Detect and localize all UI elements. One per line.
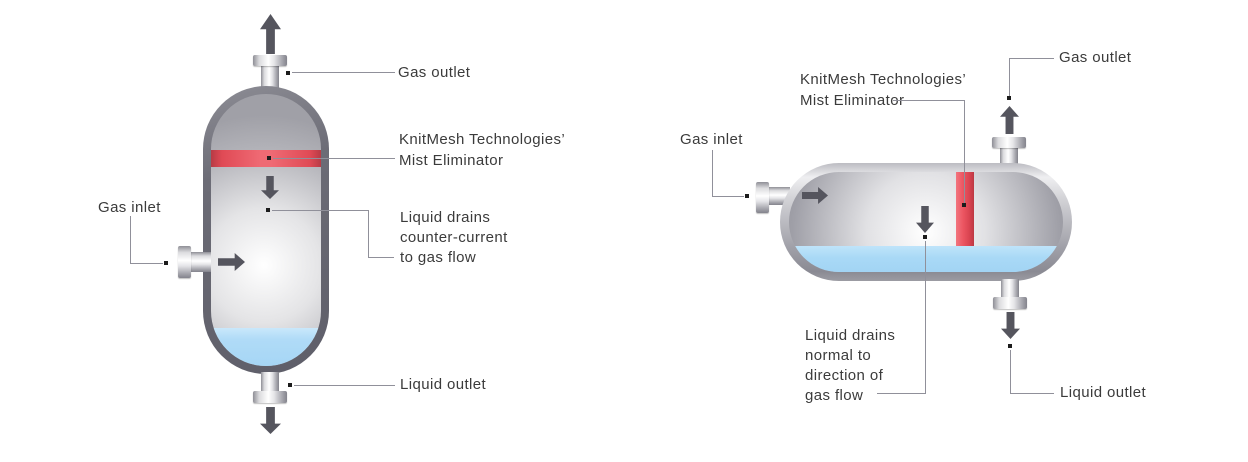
mist-eliminator-label: KnitMesh Technologies’ Mist Eliminator: [399, 129, 565, 171]
gas-outlet-nozzle-neck: [261, 64, 279, 88]
gas-inlet-nozzle-flange: [178, 246, 191, 278]
gas-outlet-leader-line-vert: [1009, 58, 1010, 96]
gas-inlet-leader-dot: [745, 194, 749, 198]
liquid-drains-label-line2: normal to: [805, 347, 872, 364]
liquid-drain-down-arrow-icon: [261, 176, 279, 199]
liquid-outlet-nozzle-neck: [1001, 279, 1019, 299]
liquid-drains-leader-line-vert: [925, 241, 926, 394]
gas-outlet-label: Gas outlet: [1059, 49, 1132, 66]
gas-outlet-leader-line: [292, 72, 395, 73]
liquid-drains-leader-line-top: [272, 210, 369, 211]
mist-eliminator-leader-line-vert: [964, 100, 965, 203]
gas-inlet-leader-dot: [164, 261, 168, 265]
liquid-drains-label: Liquid drains normal to direction of gas…: [805, 326, 895, 406]
gas-inlet-right-arrow-icon: [218, 253, 245, 271]
liquid-outlet-nozzle-flange: [993, 297, 1027, 309]
gas-outlet-nozzle-flange: [253, 55, 287, 66]
gas-inlet-nozzle-flange: [756, 182, 769, 213]
collected-liquid: [789, 246, 1063, 272]
liquid-outlet-leader-line-horiz: [1010, 393, 1054, 394]
liquid-drains-label-line1: Liquid drains: [805, 327, 896, 344]
gas-inlet-leader-line-vert: [130, 216, 131, 264]
mist-eliminator-label-line1: KnitMesh Technologies’: [800, 71, 967, 88]
liquid-outlet-leader-line-vert: [1010, 350, 1011, 394]
liquid-outlet-nozzle-flange: [253, 391, 287, 403]
liquid-drain-down-arrow-icon: [916, 206, 934, 233]
liquid-outlet-down-arrow-icon: [1001, 312, 1020, 339]
vertical-vessel-interior: [211, 94, 321, 366]
gas-inlet-leader-line-horiz: [712, 196, 744, 197]
liquid-drains-label-line3: to gas flow: [400, 249, 477, 266]
liquid-drains-leader-line-vert: [368, 210, 369, 258]
gas-outlet-leader-line-horiz: [1009, 58, 1054, 59]
gas-inlet-leader-line-horiz: [130, 263, 163, 264]
mist-eliminator-leader-line-horiz: [893, 100, 965, 101]
collected-liquid: [211, 328, 321, 366]
liquid-outlet-down-arrow-icon: [260, 407, 281, 434]
liquid-outlet-nozzle-neck: [261, 372, 279, 394]
mist-eliminator-label: KnitMesh Technologies’ Mist Eliminator: [800, 69, 966, 111]
liquid-drains-leader-dot: [266, 208, 270, 212]
mist-eliminator-pad: [211, 150, 321, 167]
mist-eliminator-label-line2: Mist Eliminator: [800, 92, 905, 109]
gas-inlet-leader-line-vert: [712, 150, 713, 197]
gas-inlet-right-arrow-icon: [802, 187, 828, 204]
liquid-drains-leader-dot: [923, 235, 927, 239]
gas-inlet-label: Gas inlet: [98, 199, 161, 216]
liquid-drains-label-line4: gas flow: [805, 387, 864, 404]
gas-outlet-leader-dot: [286, 71, 290, 75]
gas-inlet-nozzle-neck: [189, 252, 211, 272]
gas-outlet-label: Gas outlet: [398, 64, 471, 81]
liquid-outlet-leader-dot: [288, 383, 292, 387]
liquid-outlet-label: Liquid outlet: [1060, 384, 1147, 401]
mist-eliminator-pad: [956, 172, 974, 246]
liquid-drains-label-line2: counter-current: [400, 229, 508, 246]
liquid-outlet-label: Liquid outlet: [400, 376, 487, 393]
gas-outlet-up-arrow-icon: [260, 14, 281, 54]
liquid-drains-leader-line-bottom: [368, 257, 394, 258]
liquid-outlet-leader-dot: [1008, 344, 1012, 348]
liquid-drains-leader-line-horiz: [877, 393, 925, 394]
liquid-outlet-leader-line: [294, 385, 395, 386]
gas-outlet-nozzle-flange: [992, 137, 1026, 148]
mist-eliminator-leader-dot: [962, 203, 966, 207]
gas-outlet-nozzle-neck: [1000, 146, 1018, 164]
liquid-drains-label-line1: Liquid drains: [400, 209, 491, 226]
mist-eliminator-label-line2: Mist Eliminator: [399, 152, 504, 169]
mist-eliminator-leader-line: [273, 158, 395, 159]
liquid-drains-label: Liquid drains counter-current to gas flo…: [400, 208, 508, 268]
gas-outlet-leader-dot: [1007, 96, 1011, 100]
liquid-drains-label-line3: direction of: [805, 367, 884, 384]
gas-outlet-up-arrow-icon: [1000, 106, 1019, 134]
mist-eliminator-leader-dot: [267, 156, 271, 160]
mist-eliminator-label-line1: KnitMesh Technologies’: [399, 131, 566, 148]
gas-inlet-label: Gas inlet: [680, 131, 743, 148]
